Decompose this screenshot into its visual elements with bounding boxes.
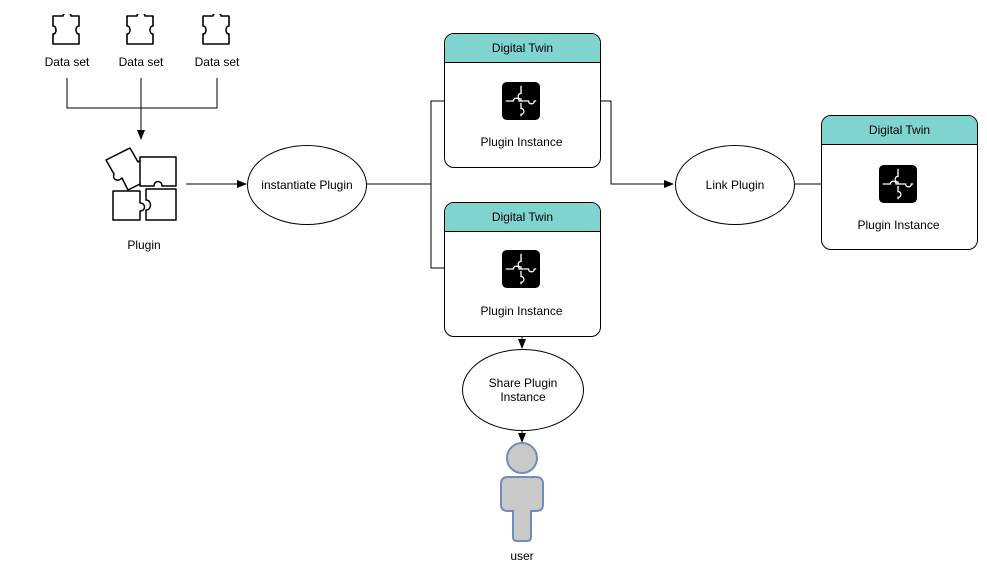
share-plugin-instance-process: Share Plugin Instance [462, 349, 584, 431]
plugin-instance-label-2: Plugin Instance [480, 304, 563, 318]
plugin-instance-icon-1 [502, 82, 540, 120]
plugin-instance-label-1: Plugin Instance [480, 135, 563, 149]
share-plugin-instance-label: Share Plugin Instance [488, 376, 558, 404]
user-icon [500, 442, 544, 542]
link-plugin-process: Link Plugin [675, 145, 795, 225]
instantiate-plugin-label: instantiate Plugin [261, 178, 353, 192]
dataset-label-3: Data set [194, 55, 240, 69]
plugin-label: Plugin [127, 238, 161, 252]
user-label: user [510, 549, 534, 563]
digital-twin-2-title: Digital Twin [445, 203, 600, 232]
digital-twin-1: Digital Twin [444, 33, 601, 168]
dataset-icon-3 [202, 14, 230, 45]
dataset-icon-1 [52, 14, 80, 45]
datasets-bracket [66, 78, 218, 109]
instantiate-plugin-process: instantiate Plugin [247, 145, 367, 225]
digital-twin-1-title: Digital Twin [445, 34, 600, 63]
link-plugin-label: Link Plugin [705, 178, 765, 192]
plugin-instance-label-3: Plugin Instance [857, 218, 940, 232]
plugin-icon [105, 147, 177, 221]
dataset-label-1: Data set [44, 55, 90, 69]
digital-twin-3-title: Digital Twin [822, 116, 977, 145]
plugin-instance-icon-3 [879, 165, 917, 203]
dataset-label-2: Data set [118, 55, 164, 69]
dataset-icon-2 [126, 14, 154, 45]
plugin-instance-icon-2 [502, 250, 540, 288]
